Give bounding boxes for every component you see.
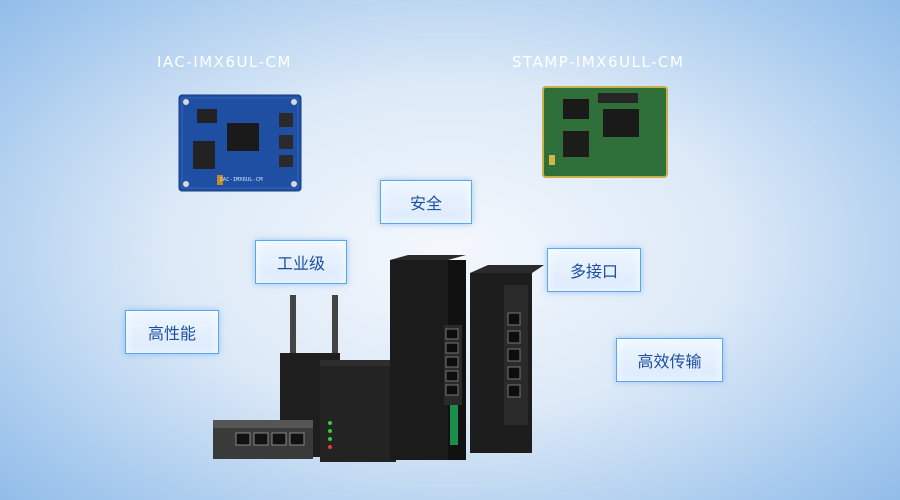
feature-tag-industrial-grade: 工业级 bbox=[255, 240, 347, 284]
green-core-module-image bbox=[542, 86, 668, 178]
svg-text:IAC-IMX6UL-CM: IAC-IMX6UL-CM bbox=[219, 177, 263, 183]
gateway-devices-image bbox=[213, 255, 544, 462]
blue-core-module-image: IAC-IMX6UL-CM bbox=[178, 94, 302, 192]
feature-tag-multi-interface: 多接口 bbox=[547, 248, 641, 292]
module-title-left: IAC-IMX6UL-CM bbox=[157, 53, 292, 71]
feature-tag-efficient-transmission: 高效传输 bbox=[616, 338, 723, 382]
module-title-right: STAMP-IMX6ULL-CM bbox=[512, 53, 685, 71]
feature-tag-security: 安全 bbox=[380, 180, 472, 224]
feature-tag-high-performance: 高性能 bbox=[125, 310, 219, 354]
